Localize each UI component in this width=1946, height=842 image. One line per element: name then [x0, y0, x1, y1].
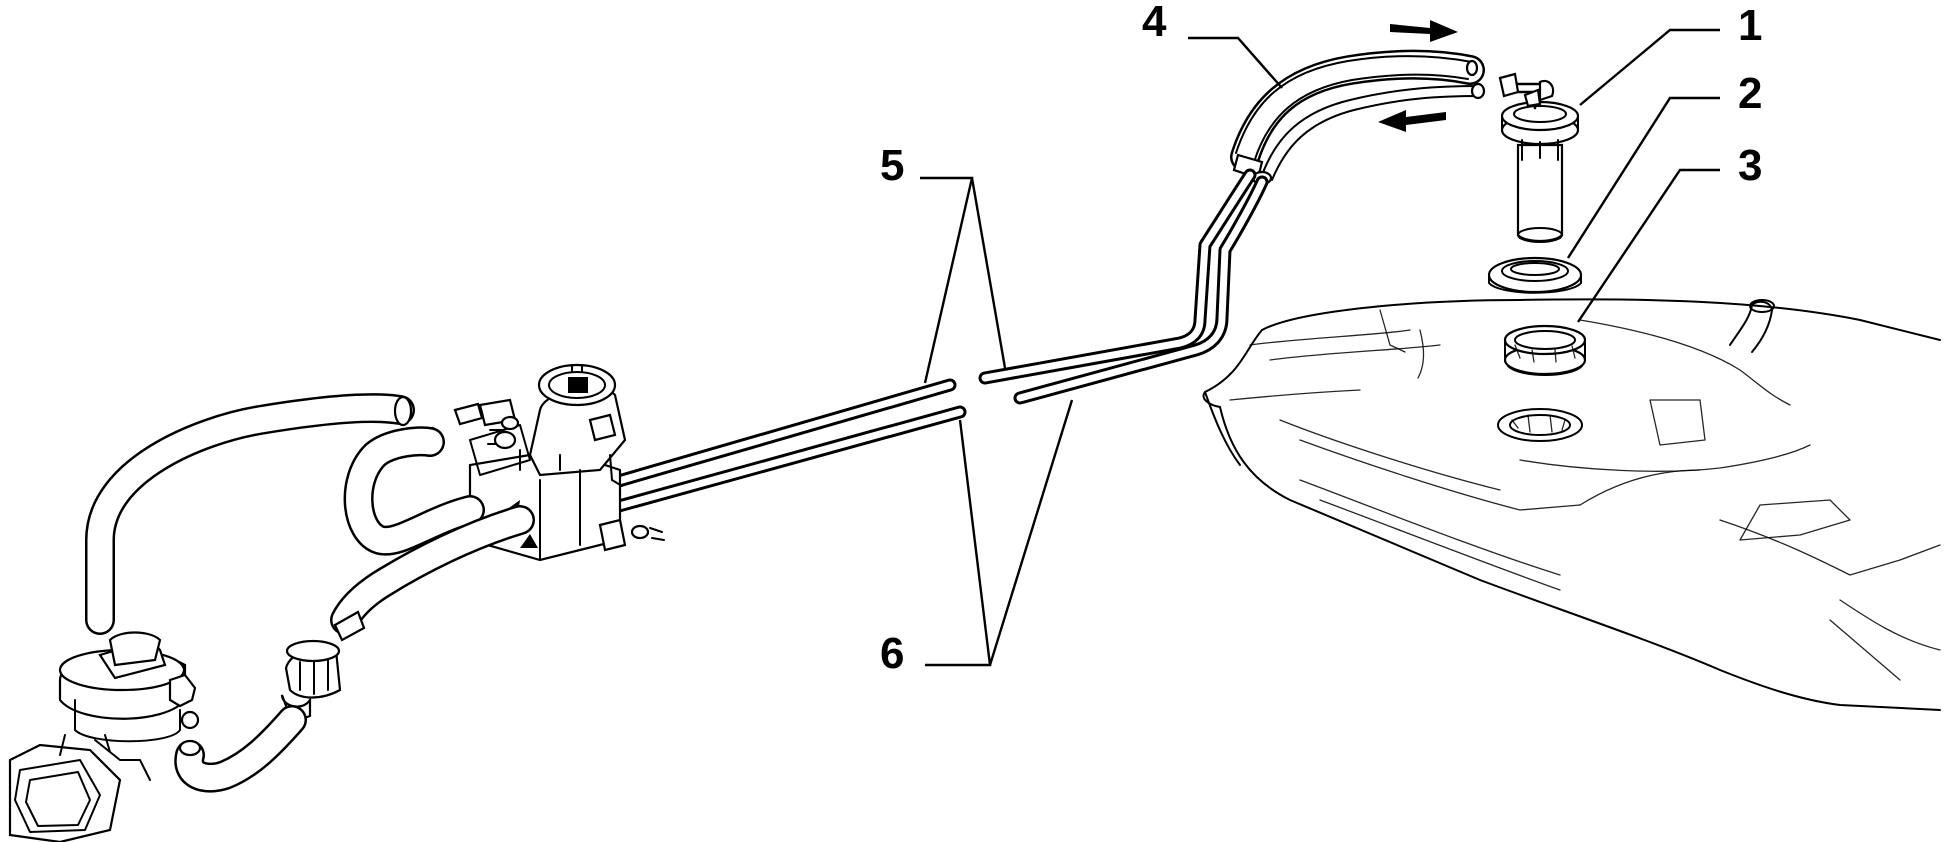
- callout-6: 6: [880, 629, 904, 678]
- fuel-tank: [1202, 298, 1941, 711]
- arrow-right-icon: [1390, 20, 1458, 42]
- sender-seal: [1487, 256, 1583, 294]
- callout-5: 5: [880, 141, 904, 190]
- callout-4: 4: [1142, 0, 1167, 46]
- fuel-level-sender: [1498, 72, 1580, 243]
- return-hose: [1230, 49, 1486, 186]
- pump-hoses: [85, 393, 535, 793]
- leader-lines: [920, 28, 1720, 667]
- callout-1: 1: [1738, 1, 1762, 50]
- fuel-pump: [8, 631, 200, 842]
- lock-ring: [1503, 324, 1587, 376]
- carburetor: [453, 363, 665, 562]
- callout-3: 3: [1738, 141, 1762, 190]
- fuel-lines: [553, 168, 1269, 523]
- callout-2: 2: [1738, 69, 1762, 118]
- arrow-left-icon: [1378, 110, 1446, 132]
